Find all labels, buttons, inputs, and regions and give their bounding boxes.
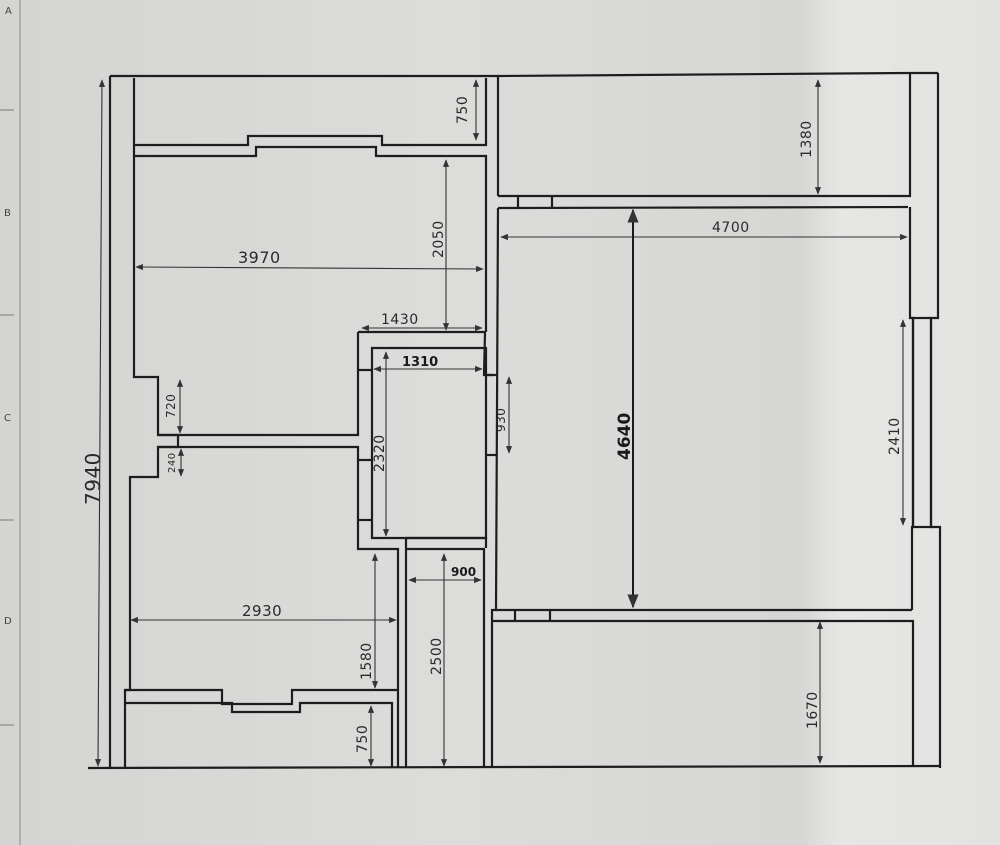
walls [87,71,942,770]
closet-wall [404,536,488,768]
dim-label-closet-height: 2500 [429,637,445,675]
dim-label-recess-240: 240 [167,452,178,473]
dim-label-overall-height: 7940 [81,452,105,505]
dim-label-top-left-strip: 750 [455,96,471,124]
dim-line-overall-height [94,79,106,767]
margin-letter: D [4,616,12,627]
dim-label-top-right-strip: 1380 [799,120,815,158]
dimension-lines [94,79,908,767]
dim-label-lower-room-height: 1580 [359,642,375,680]
dim-label-big-room-height: 4640 [615,413,635,460]
dim-label-corridor-width: 1430 [381,312,419,328]
margin-letter: C [4,413,11,424]
top-right-strip-wall-inner [497,205,909,210]
central-partition-2 [490,207,500,768]
dim-label-closet-width: 900 [451,565,476,579]
margin-letter: B [4,208,11,219]
dim-label-door-930: 930 [494,408,508,432]
bath-outer-wall [158,330,486,437]
dim-label-recess-720: 720 [164,394,178,418]
margin-letter: A [5,6,12,17]
bottom-left-strip-wall [125,701,394,768]
dim-line-upper-room-width [135,263,484,273]
top-left-strip-wall [134,78,488,147]
lower-left-room-bottom-wall [125,688,398,706]
outer-top-wall [110,71,938,78]
dim-label-bottom-left-strip: 750 [355,725,371,753]
outer-bottom-wall [87,764,941,770]
dim-label-upper-room-height: 2050 [431,220,447,258]
dim-label-bath-height: 2320 [372,434,388,472]
dim-label-upper-room-width: 3970 [238,248,281,267]
dim-label-bath-width: 1310 [402,355,438,370]
window-frame [911,316,933,529]
dim-label-bottom-right-strip: 1670 [805,691,821,729]
big-room-bottom-wall-inner [492,619,915,765]
dim-label-lower-room-width: 2930 [242,602,282,620]
dim-label-big-room-width: 4700 [712,220,750,236]
dim-label-window: 2410 [887,417,903,455]
top-right-strip-wall [498,73,912,198]
bath-outer-wall-2 [158,445,400,768]
top-left-strip-wall-inner [134,145,488,332]
